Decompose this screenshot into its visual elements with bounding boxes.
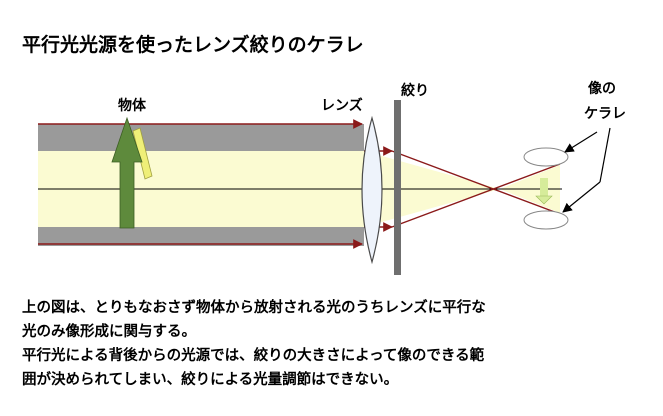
page-title: 平行光光源を使ったレンズ絞りのケラレ [22, 34, 364, 56]
parallel-beam-upper-band [38, 124, 364, 151]
description-line-3: 平行光による背後からの光源では、絞りの大きさによって像のできる範 [22, 348, 485, 364]
parallel-beam-lower-band [38, 227, 364, 246]
aperture-stop [394, 100, 401, 275]
lens [361, 115, 383, 265]
inverted-image [540, 178, 548, 198]
pointer-line-bottom [562, 181, 601, 213]
label-lens: レンズ [321, 98, 363, 114]
label-vignetting-line2: ケラレ [584, 106, 626, 122]
label-object: 物体 [118, 98, 146, 114]
description-line-1: 上の図は、とりもなおさず物体から放射される光のうちレンズに平行な [22, 300, 486, 316]
object-arrow [111, 116, 143, 229]
description-line-2: 光のみ像形成に関与する。 [22, 324, 196, 340]
inverted-image-arrow [535, 195, 553, 205]
description-line-4: 囲が決められてしまい、絞りによる光量調節はできない。 [22, 372, 399, 388]
ray-converge-lower [391, 163, 561, 228]
vignetting-ellipse-top [523, 147, 569, 167]
label-stop: 絞り [401, 83, 429, 99]
pointer-line-top [564, 131, 598, 153]
label-vignetting-line1: 像の [588, 81, 616, 97]
object-arrow-shadow [132, 127, 153, 180]
pointer-line-vertical [599, 127, 611, 183]
vignetting-ellipse-bottom [523, 210, 569, 230]
description: 上の図は、とりもなおさず物体から放射される光のうちレンズに平行な 光のみ像形成に… [22, 296, 486, 392]
ray-converge-upper [391, 150, 561, 215]
